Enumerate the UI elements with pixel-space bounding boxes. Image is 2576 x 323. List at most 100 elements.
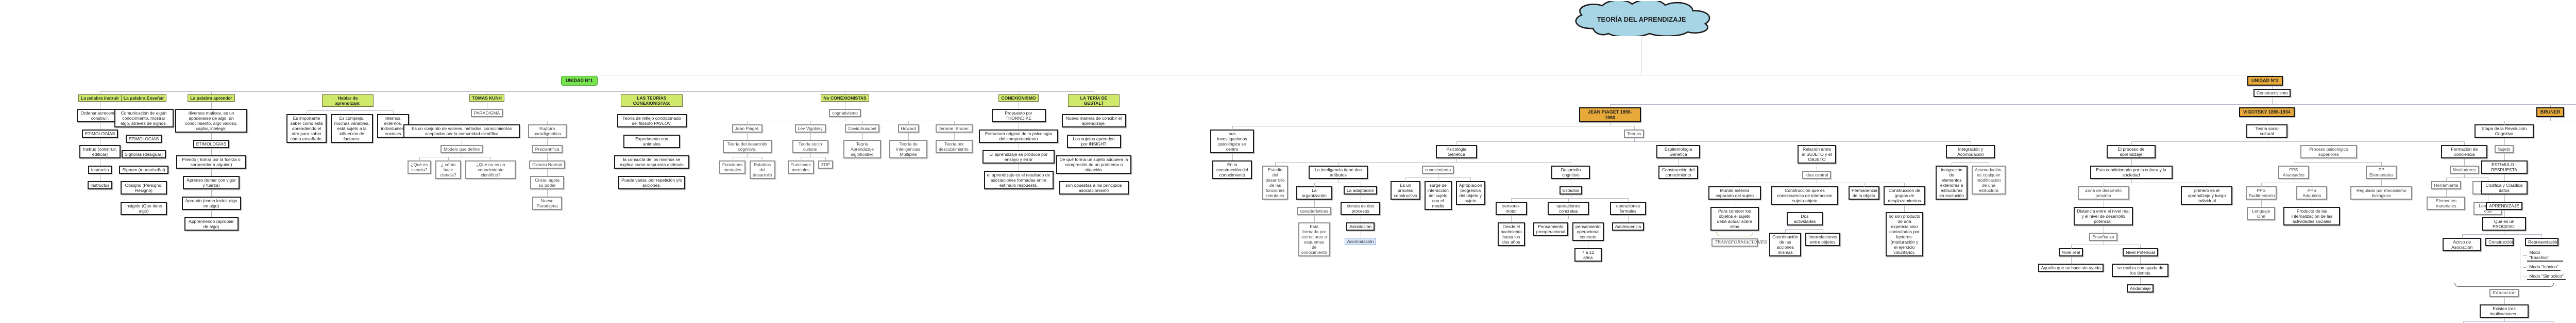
node-hablar-de-aprendizaje[interactable]: Hablar de aprendizaje: bbox=[322, 94, 374, 107]
node-jean-piaget-1896-1980[interactable]: JEAN PIAGET 1896- 1980 bbox=[1579, 107, 1641, 123]
node-funciones-mentales[interactable]: Funciones mentales bbox=[787, 160, 814, 174]
node-herramienta[interactable]: Herramienta bbox=[2431, 181, 2462, 189]
node-el-aprendizaje-es-el-resultado-d[interactable]: el aprendizaje es el resultado de asocia… bbox=[984, 171, 1054, 190]
node-construcción-de-grupos-de-despla[interactable]: Construcción de grupos de desplazamiento… bbox=[1883, 186, 1925, 205]
node-es-complejo-muchas-variables-est[interactable]: Es complejo, muchas variables, está suje… bbox=[331, 114, 373, 143]
node-se-realiza-con-ayuda-de-los-demá[interactable]: se realiza con ayuda de los demás bbox=[2112, 263, 2169, 277]
node-coordinación-de-las-acciones-mis[interactable]: Coordinación de las acciones mismas bbox=[1769, 233, 1802, 257]
node-ciencia-normal[interactable]: Ciencia Normal bbox=[529, 160, 566, 169]
node-estimulo-respuesta[interactable]: ESTIMULO - RESPUESTA bbox=[2481, 160, 2528, 174]
node-vigotsky-1896-1934[interactable]: VIGOTSKY 1896-1934 bbox=[2239, 107, 2295, 117]
node-nivel-potencial[interactable]: Nivel Potencial bbox=[2123, 248, 2158, 256]
node-zdp[interactable]: ZDP bbox=[818, 160, 833, 169]
node-la-palabra-enseñar[interactable]: La palabra Enseñar bbox=[121, 94, 167, 102]
node-enseñanza[interactable]: Enseñanza bbox=[2089, 232, 2117, 241]
node-jerome-bruner[interactable]: Jerome. Bruner. bbox=[935, 124, 973, 133]
node-apropiación-progresiva-del-objet[interactable]: Apropiación progresiva del objeto y suje… bbox=[1455, 181, 1485, 205]
node-las-teorías-conexionistas[interactable]: LAS TEORÍAS CONEXIONISTAS: bbox=[621, 94, 683, 107]
node-proceso-psicológico-superiores[interactable]: Proceso psicológico superiores bbox=[2300, 144, 2357, 158]
node-teoría-de-reflejo-condicionado-d[interactable]: Teoría de reflejo condicionado del filós… bbox=[617, 114, 687, 128]
node-asimilación[interactable]: Asimilación bbox=[1346, 222, 1375, 231]
node-espitemologia-genetica[interactable]: Espitemologia Genetica bbox=[1656, 145, 1700, 159]
node-esta-formada-por-estructuras-o-e[interactable]: Esta formada por estructuras o esquemas … bbox=[1298, 222, 1330, 257]
node-teoría-de-inteligencias-múltiple[interactable]: Teoría de inteligencias Múltiples bbox=[889, 140, 927, 159]
node-idea-central[interactable]: idea central bbox=[1802, 171, 1832, 180]
node-construcción-que-es-consecuencia[interactable]: Construcción que es consecuencia de inte… bbox=[1771, 186, 1838, 205]
node-pps-avansados[interactable]: PPS Avansados bbox=[2278, 165, 2309, 179]
node-aprendizaje[interactable]: APRENDIZAJE bbox=[2486, 201, 2522, 210]
node-regulado-por-mecanismo-biologico[interactable]: Regulado por mecanismo biologicos bbox=[2350, 186, 2413, 200]
node-es-un-proceso-constructivo[interactable]: Es un proceso constructivo bbox=[1391, 181, 1420, 200]
node-david-ausubel[interactable]: David Ausubel bbox=[845, 124, 879, 133]
node-modo-simbólico[interactable]: Modo "Simbólico" bbox=[2527, 273, 2566, 280]
node-dos-actividades[interactable]: Dos actividades bbox=[1786, 212, 1823, 226]
node-teoria-socio-cultural[interactable]: Teoria socio cultural bbox=[792, 140, 828, 154]
node-aquello-que-se-hace-sin-ayuda[interactable]: Aquello que se hace sin ayuda bbox=[2038, 263, 2104, 272]
node-signo-as-desiguar[interactable]: Signo/as (desiguar) bbox=[122, 150, 166, 159]
node-desde-el-nacimiento-hasta-los-do[interactable]: Desde el nacimiento hasta los dos años bbox=[1497, 222, 1525, 247]
node-sensorio-motor[interactable]: sensorio-motor bbox=[1495, 202, 1527, 216]
node-mundo-exterior-separado-del-suje[interactable]: Mundo exterior separado del sujeto bbox=[1708, 186, 1761, 200]
node-existen-tres-implicaciones[interactable]: Existen tres implicaciones : bbox=[2480, 304, 2529, 318]
node-signum-marca-señal[interactable]: Signum (marca/señal) bbox=[119, 166, 168, 174]
node-ruptura-paradigmática[interactable]: Ruptura paradigmática bbox=[528, 124, 567, 138]
node-desarrollo-cognitivo[interactable]: Desarrollo cognitivo bbox=[1551, 166, 1590, 180]
node-qué-es-ciencia[interactable]: ¿Qué es ciencia? bbox=[408, 160, 431, 174]
node-activo-de-asociación[interactable]: Activo de Asociación bbox=[2443, 237, 2482, 251]
node-distancia-entre-el-nivel-real-y-[interactable]: Distancia entre el nivel real y el nivel… bbox=[2074, 206, 2133, 225]
node-bruner[interactable]: BRUNER bbox=[2536, 107, 2565, 117]
node-teoría-del-desarrollo-cognitivo[interactable]: Teoría del desarrollo cognitivo. bbox=[722, 140, 772, 154]
node-la-inteligencia-tiene-dos-atribu[interactable]: La inteligencia tiene dos atributos bbox=[1309, 166, 1368, 180]
node-que-es-un-proceso[interactable]: Que es un PROCESO: bbox=[2482, 217, 2526, 231]
node-elementos-materiales[interactable]: Elementos materiales bbox=[2427, 196, 2466, 210]
node-construcción-del-conocimiento[interactable]: Construcción del conocimiento bbox=[1658, 166, 1698, 180]
node-codifica-y-clasifica-datos[interactable]: Codifica y Clasifica datos bbox=[2481, 181, 2528, 195]
node-los-sujetos-aprenden-por-insight[interactable]: Los sujetos aprenden por INSIGHT bbox=[1066, 135, 1121, 149]
node-de-qué-forma-un-sujeto-adquiere-[interactable]: De qué forma un sujeto adquiere la compr… bbox=[1056, 155, 1131, 174]
node-la-consucta-de-los-mismos-se-exp[interactable]: la consucta de los mismos se explica com… bbox=[614, 155, 689, 169]
node-nivel-real[interactable]: Nivel real bbox=[2058, 248, 2083, 256]
node-paradigma[interactable]: PARADIGMA bbox=[470, 109, 503, 118]
node-la-tería-de-gestalt[interactable]: LA TERÍA DE GESTALT bbox=[1068, 94, 1120, 107]
node-constructivismo[interactable]: Constructivismo bbox=[2253, 89, 2291, 98]
node-pensamiento-preoperacional[interactable]: Pensamiento preoperacional bbox=[1533, 222, 1569, 236]
node-modo-icónico[interactable]: Modo "Icónico" bbox=[2527, 264, 2561, 271]
node-producto-de-las-internalización-[interactable]: Producto de las internalización de las a… bbox=[2283, 206, 2341, 225]
node-diversos-matices-es-un-apoderars[interactable]: diversos matices, es un apoderarse de al… bbox=[175, 109, 247, 133]
node-relación-entre-el-sujeto-y-el-ob[interactable]: Relación entre el SUJETO y el OBJETO bbox=[1797, 145, 1836, 164]
node-pensamiento-operacional-concreto[interactable]: pensamiento operacional concreto bbox=[1572, 222, 1604, 241]
node-nueva-manera-de-concibir-el-apre[interactable]: Nueva manera de concibir el aprendizaje. bbox=[1061, 114, 1126, 128]
node-conocimiento[interactable]: conocimiento bbox=[1421, 166, 1454, 174]
node-lev-vigotsky[interactable]: Lev Vigotsky bbox=[794, 124, 826, 133]
node-andamiaje[interactable]: Andamiaje bbox=[2127, 284, 2154, 293]
node-instructio[interactable]: Instructio bbox=[88, 166, 112, 174]
node-precientífica[interactable]: Precientífica bbox=[532, 145, 563, 154]
node-esta-condicionado-por-la-cultura[interactable]: Esta condicionado por la cultura y la so… bbox=[2090, 165, 2173, 179]
node-estudio-del-desarrollo-de-las-fu[interactable]: Estudio del desarrollo de las funciones … bbox=[1262, 166, 1288, 200]
node-no-conexionistas[interactable]: No CONEXIONISTAS bbox=[821, 94, 869, 102]
node-integración-y-acomodación[interactable]: Integración y Acomodación bbox=[1946, 145, 1995, 159]
node-el-aprendizaje-se-produce-por-en[interactable]: El aprendizaje se produce por ensayo y e… bbox=[982, 150, 1055, 164]
node-nuevo-paradigma[interactable]: Nuevo Paradigma bbox=[532, 197, 562, 211]
node-operaciones-formales[interactable]: operaciones formales bbox=[1609, 202, 1647, 216]
node-teoría-aprendizaje-significativo[interactable]: Teoría Aprendizaje significativo bbox=[843, 140, 882, 159]
node-conexionismo[interactable]: CONEXIONISMO bbox=[998, 94, 1039, 102]
node-propuesto-por-thorndike[interactable]: Propuesto por THORNDIKE bbox=[991, 109, 1046, 123]
node-surge-de-interacción-del-sujeto-[interactable]: surge de interacción del sujeto con el m… bbox=[1424, 181, 1452, 211]
node-instruo-construir-edificar[interactable]: Instruo (construir, edificar) bbox=[79, 145, 121, 159]
node-primero-es-el-aprendizaje-y-lueg[interactable]: primero es el aprendizaje y luego indivi… bbox=[2181, 186, 2233, 205]
node-educación[interactable]: Educación bbox=[2489, 288, 2519, 297]
node-crisis-agota-su-poder[interactable]: Crisis- agota su poder bbox=[530, 176, 564, 190]
node-es-un-conjunto-de-valores-método[interactable]: Es un conjunto de valores, métodos, cono… bbox=[403, 124, 520, 138]
node-modo-enactivo[interactable]: Modo "Enactivo" bbox=[2527, 249, 2564, 262]
node-el-proceso-de-aprendizaje[interactable]: El proceso de aprendizaje bbox=[2107, 144, 2156, 158]
node-permanencia-de-la-objeto[interactable]: Permanencia de la objeto bbox=[1848, 186, 1879, 200]
node-etimologías[interactable]: ETIMOLOGÍAS bbox=[193, 140, 230, 149]
node-mediadores[interactable]: Mediadores bbox=[2450, 165, 2479, 174]
node-obsigno-persigno-resigno[interactable]: Obsigno (Persigno, Resigno) bbox=[121, 181, 167, 195]
node-funciones-mentales[interactable]: Funciones mentales bbox=[719, 160, 746, 174]
node-estadios[interactable]: Estadios bbox=[1559, 186, 1583, 195]
node-características[interactable]: características bbox=[1297, 207, 1332, 216]
node-etapa-de-la-revolución-cognitiva[interactable]: Etapa de la Revolución Cognitiva bbox=[2475, 124, 2534, 138]
node-7-a-12-años[interactable]: 7 a 12 años bbox=[1574, 248, 1602, 262]
